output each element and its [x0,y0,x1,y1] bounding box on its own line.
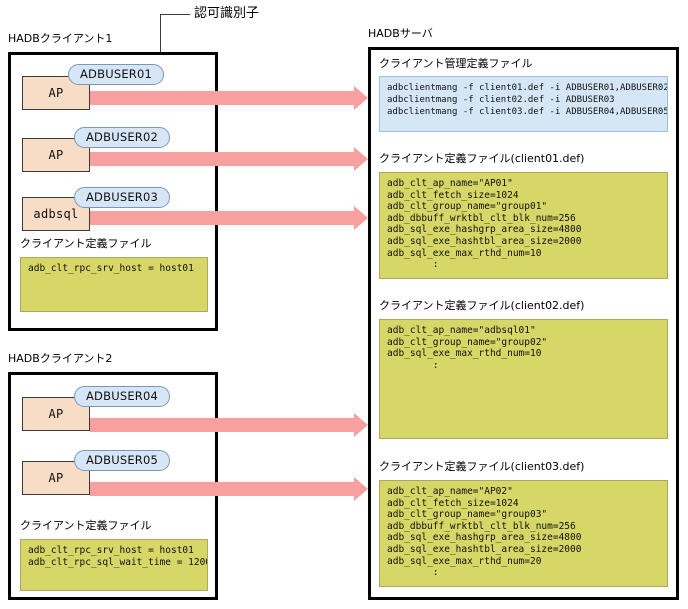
client1-user-bubble-3: ADBUSER03 [74,187,170,208]
client2-arrow-shaft-2 [90,482,354,496]
client2-arrow-head-1 [354,413,368,437]
callout-label-authorization-identifier: 認可識別子 [194,6,260,21]
server-title: HADBサーバ [368,27,433,40]
client1-app-3-connector [22,197,90,198]
client1-title: HADBクライアント1 [8,32,113,45]
client1-user-bubble-1: ADBUSER01 [68,64,164,85]
client1-arrow-shaft-1 [90,91,354,105]
server-def-panel-2: adb_clt_ap_name="adbsql01" adb_clt_group… [379,319,668,439]
client2-user-bubble-1: ADBUSER04 [74,386,170,407]
server-def-panel-3: adb_clt_ap_name="AP02" adb_clt_fetch_siz… [379,480,668,587]
client1-def-title: クライアント定義ファイル [20,237,152,250]
client1-arrow-head-3 [354,206,368,230]
callout-leader-horizontal [160,14,190,15]
client2-app-2-connector [22,461,90,462]
client2-arrow-head-2 [354,477,368,501]
server-def-panel-1: adb_clt_ap_name="AP01" adb_clt_fetch_siz… [379,172,668,279]
client1-app-2-connector [22,138,90,139]
client2-def-panel: adb_clt_rpc_srv_host = host01 adb_clt_rp… [20,539,208,591]
callout-leader-vertical [160,14,161,72]
client2-arrow-shaft-1 [90,418,354,432]
client1-arrow-head-1 [354,86,368,110]
server-manage-panel: adbclientmang -f client01.def -i ADBUSER… [379,76,668,132]
client1-user-bubble-2: ADBUSER02 [74,127,170,148]
client1-arrow-head-2 [354,147,368,171]
client2-title: HADBクライアント2 [8,352,113,365]
client1-arrow-shaft-2 [90,152,354,166]
client1-app-1-connector [22,76,90,77]
server-def-panel-title-1: クライアント定義ファイル(client01.def) [379,152,585,165]
client1-arrow-shaft-3 [90,211,354,225]
client1-def-panel: adb_clt_rpc_srv_host = host01 [20,257,208,312]
client2-user-bubble-2: ADBUSER05 [74,450,170,471]
server-manage-panel-title: クライアント管理定義ファイル [379,57,533,70]
client2-app-1-connector [22,397,90,398]
server-def-panel-title-3: クライアント定義ファイル(client03.def) [379,460,585,473]
server-def-panel-title-2: クライアント定義ファイル(client02.def) [379,299,585,312]
client2-def-title: クライアント定義ファイル [20,519,152,532]
